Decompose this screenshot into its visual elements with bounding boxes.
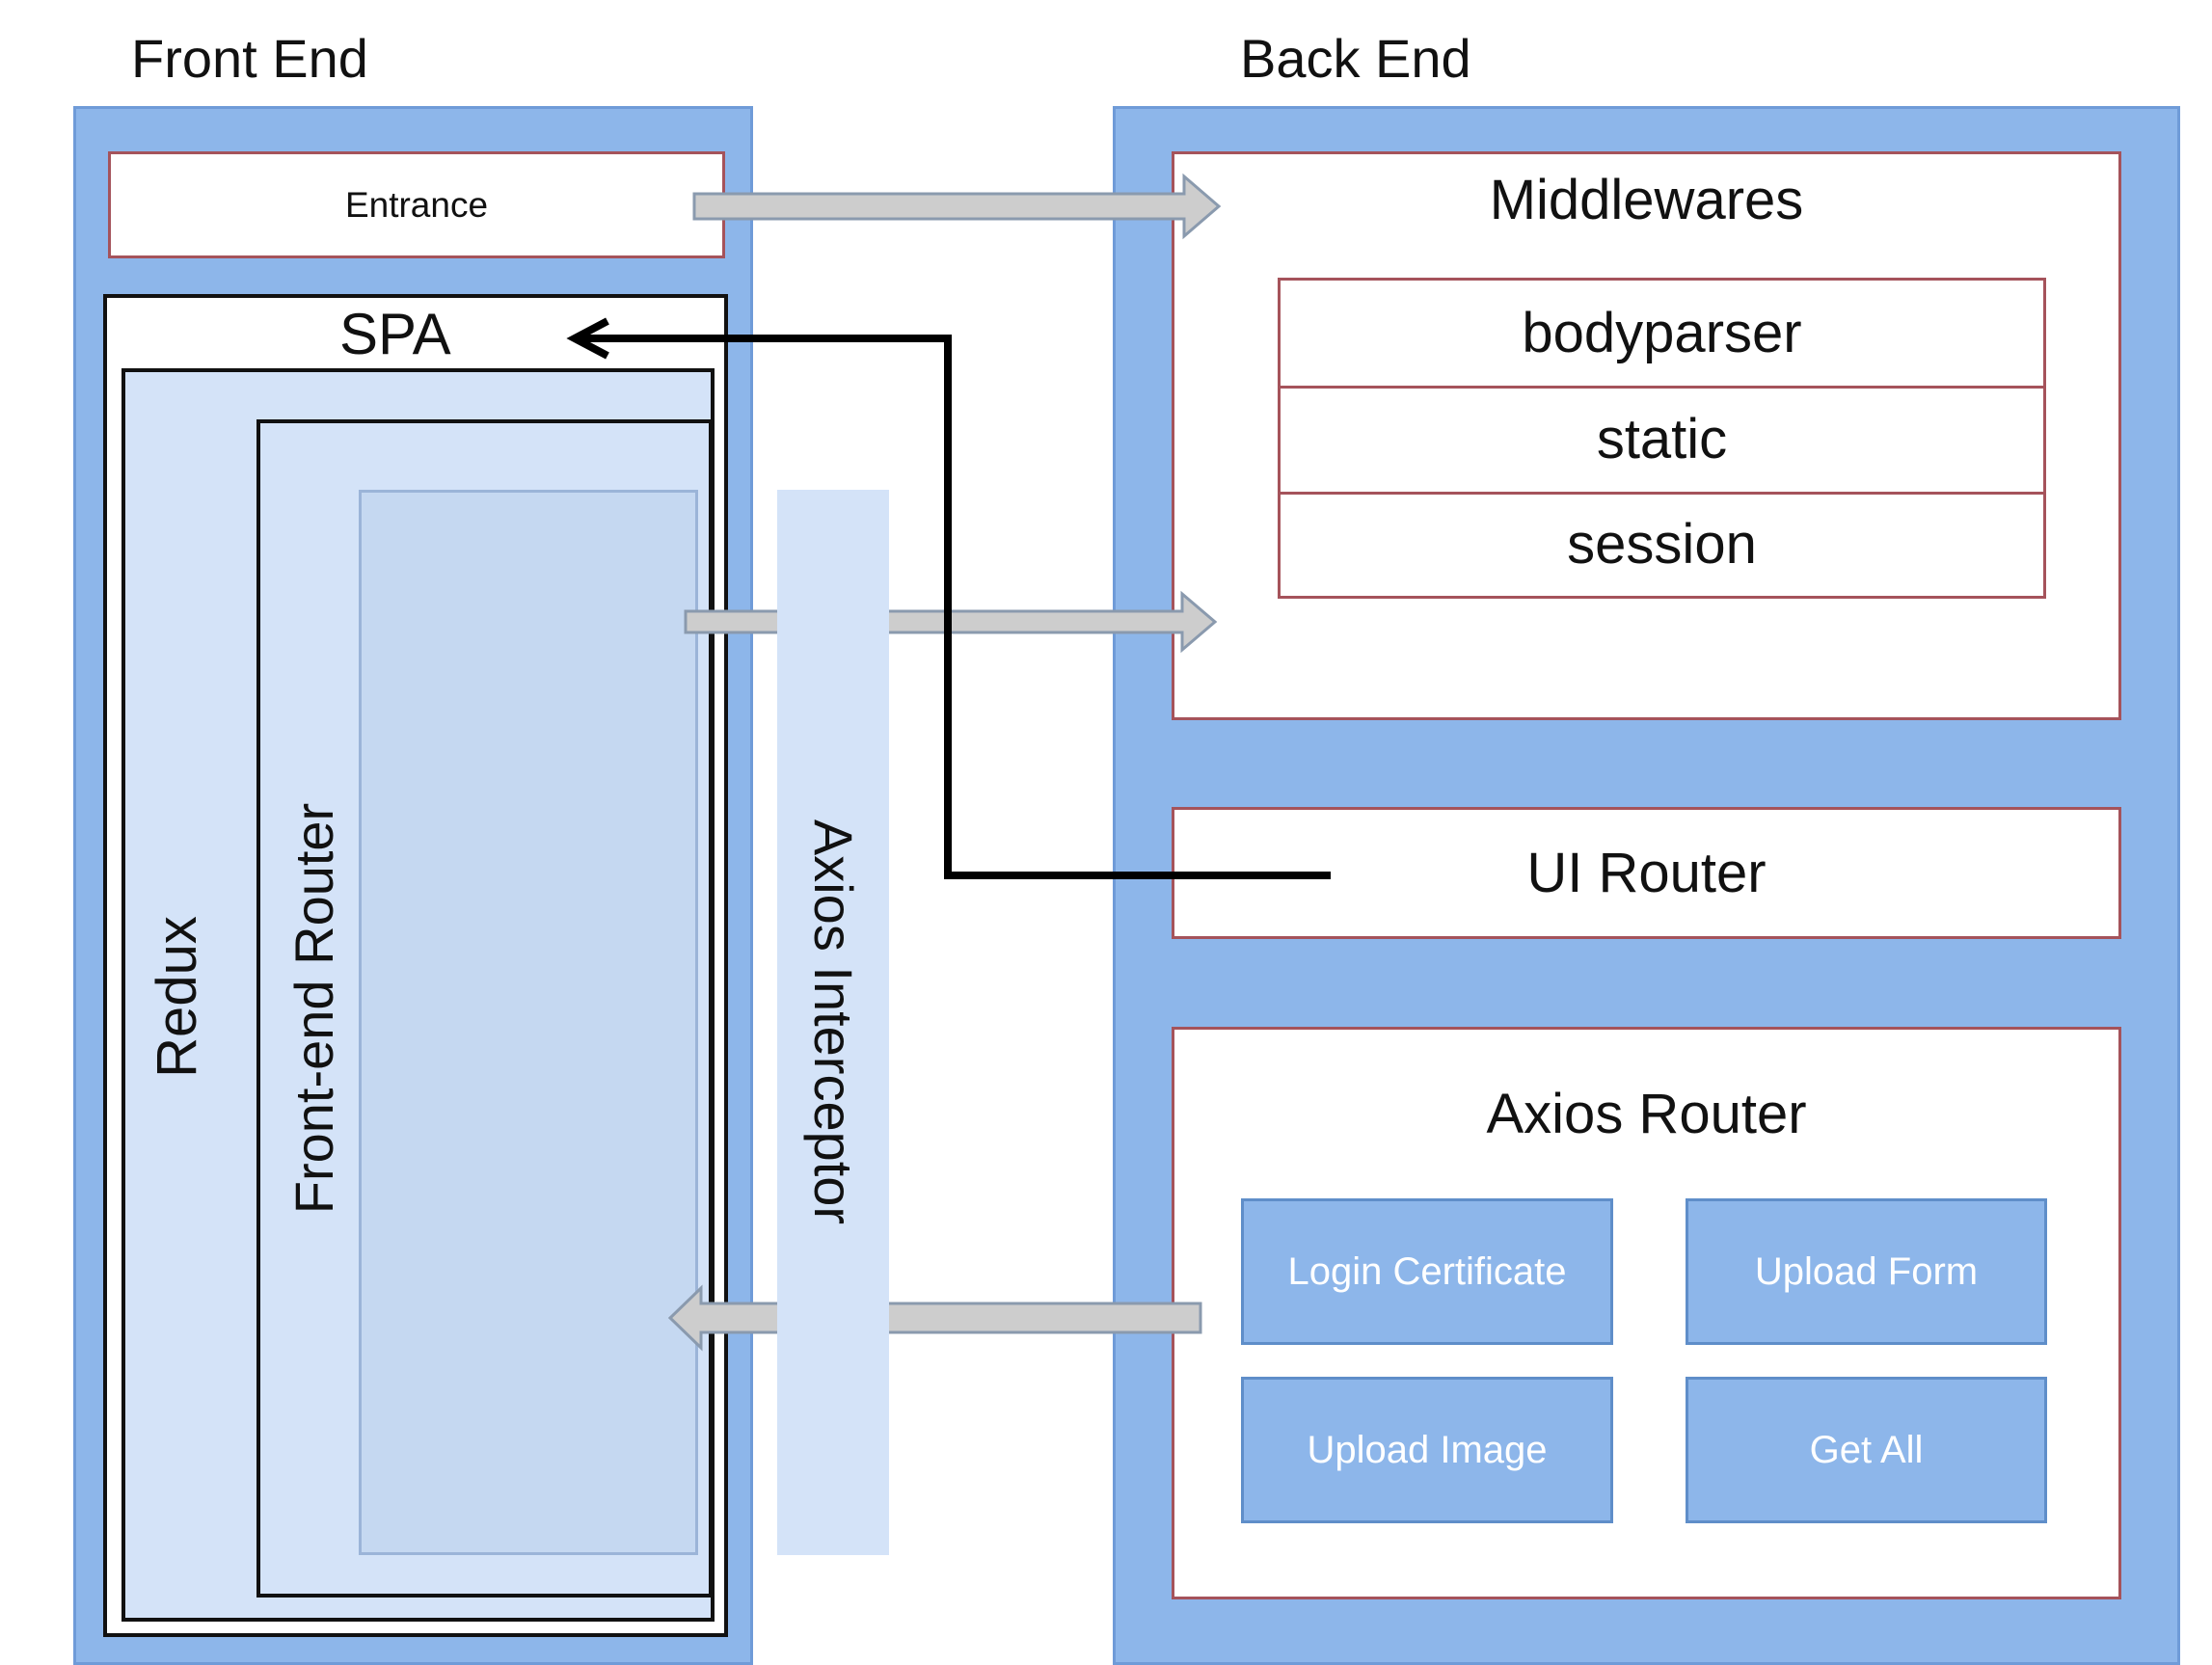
route-upload-image-label: Upload Image [1307,1428,1548,1471]
spa-label: SPA [339,302,451,366]
back-end-title: Back End [1240,28,1471,89]
entrance-label: Entrance [344,184,489,225]
view-area [359,490,698,1555]
axios-router-box: Axios Router Login Certificate Upload Fo… [1172,1027,2121,1599]
ui-router-label: UI Router [1526,842,1767,904]
route-get-all: Get All [1686,1377,2047,1523]
route-login-certificate-label: Login Certificate [1287,1249,1567,1293]
middleware-item-static: static [1281,387,2043,495]
front-end-title: Front End [131,28,368,89]
route-login-certificate: Login Certificate [1241,1198,1613,1345]
frontend-router-label: Front-end Router [283,802,344,1215]
redux-label: Redux [146,916,208,1078]
middleware-item-session: session [1567,513,1757,576]
route-upload-form-label: Upload Form [1754,1249,1979,1293]
axios-interceptor-label: Axios Interceptor [803,819,864,1225]
entrance-box: Entrance [108,151,725,258]
middlewares-title: Middlewares [1489,169,1804,231]
middlewares-box: Middlewares bodyparser static session [1172,151,2121,720]
middleware-list: bodyparser static session [1278,278,2046,599]
route-get-all-label: Get All [1809,1428,1924,1471]
middleware-item-bodyparser: bodyparser [1281,281,2043,389]
route-upload-image: Upload Image [1241,1377,1613,1523]
axios-interceptor-bar [777,490,889,1555]
ui-router-box: UI Router [1172,807,2121,939]
route-upload-form: Upload Form [1686,1198,2047,1345]
axios-router-title: Axios Router [1486,1083,1807,1145]
